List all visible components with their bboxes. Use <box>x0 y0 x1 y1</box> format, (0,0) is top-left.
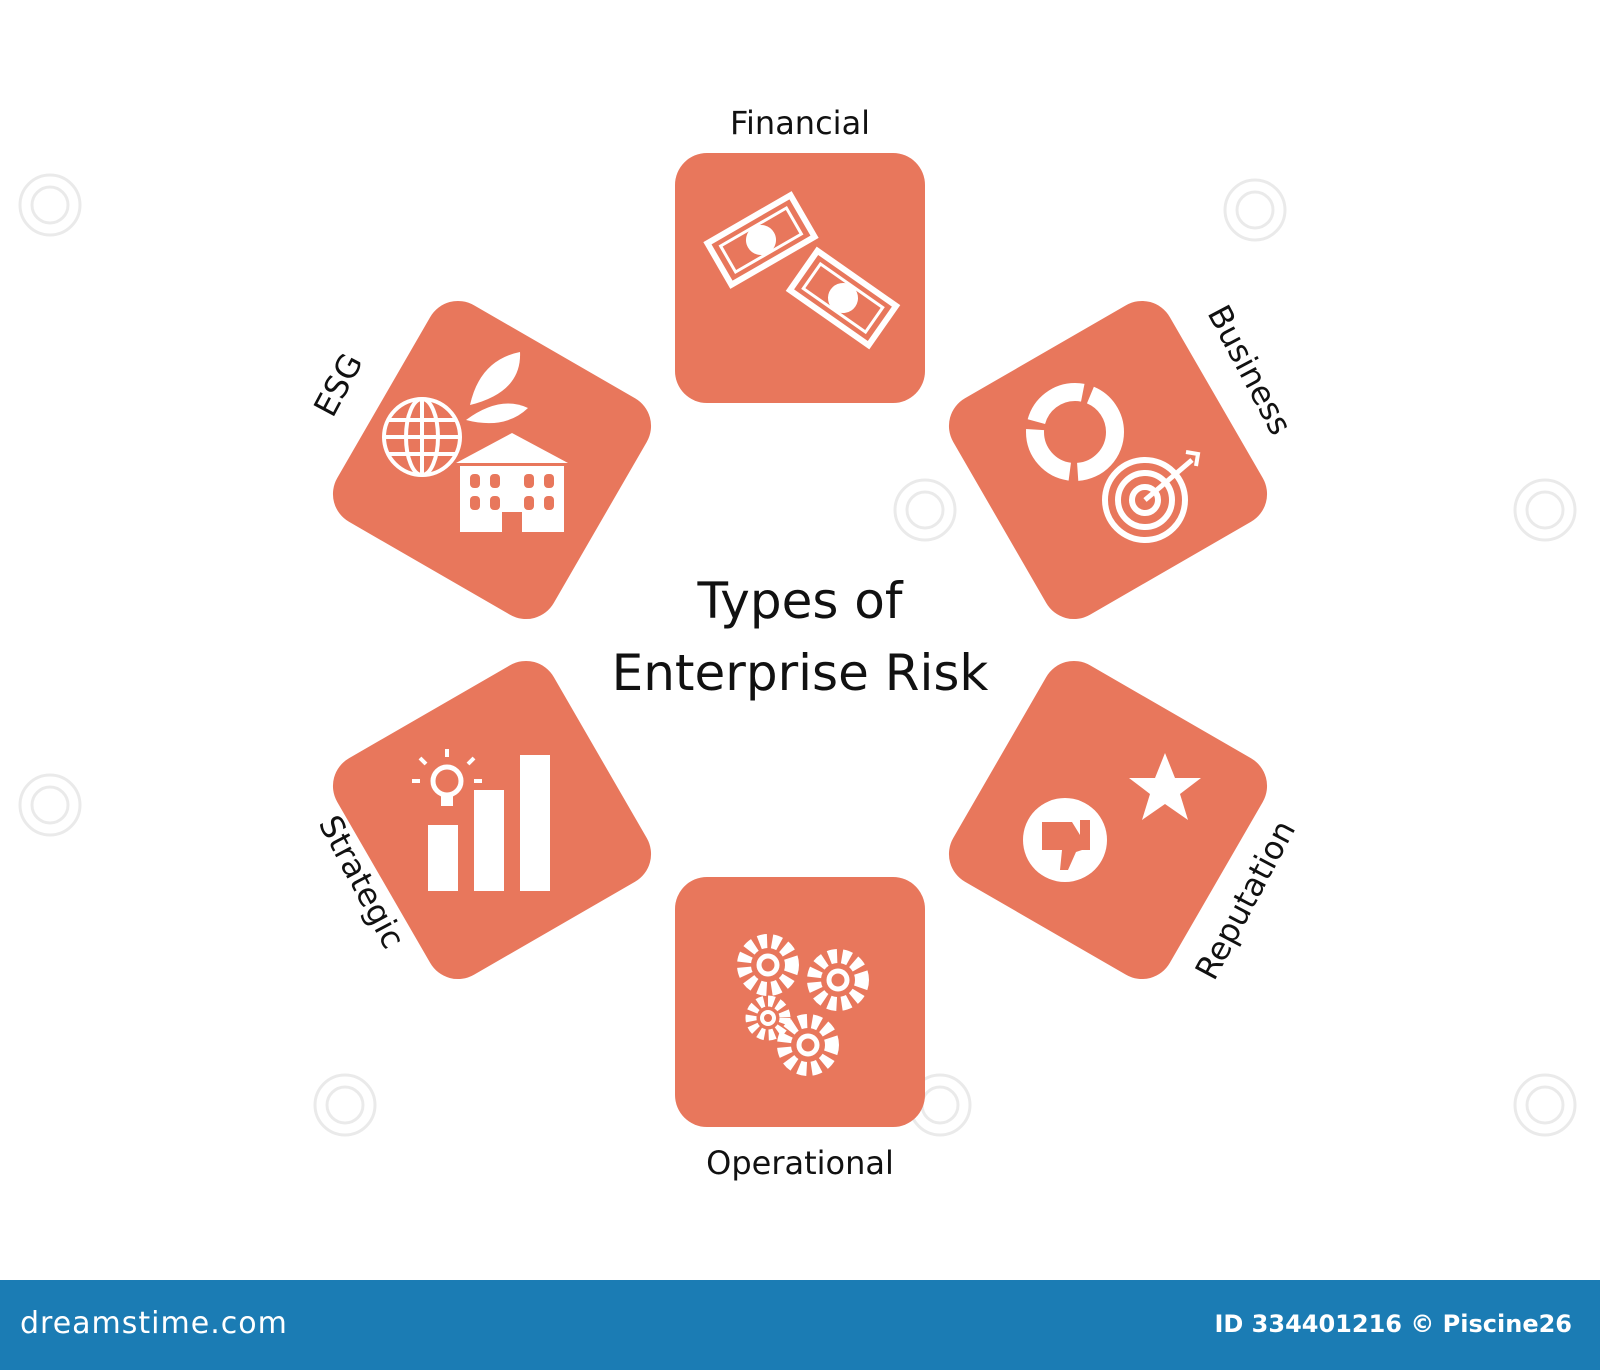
strategic-node: Strategic <box>311 660 652 980</box>
reputation-node: Reputation <box>948 660 1303 986</box>
footer-site: dreamstime.com <box>20 1306 288 1341</box>
financial-label: Financial <box>730 104 870 142</box>
globe-leaf-building-icon <box>382 352 568 532</box>
esg-label: ESG <box>306 347 370 423</box>
money-bills-icon <box>703 191 901 350</box>
operational-tile <box>675 877 925 1127</box>
diagram-title-line2: Enterprise Risk <box>612 644 989 702</box>
operational-label: Operational <box>706 1144 894 1182</box>
footer-credit: ID 334401216 © Piscine26 <box>1214 1310 1572 1338</box>
footer-bar: dreamstime.com ID 334401216 © Piscine26 <box>0 1280 1600 1370</box>
diagram-canvas: Financial Business Reputation <box>18 104 1577 1182</box>
operational-node: Operational <box>675 877 925 1182</box>
esg-node: ESG <box>306 300 652 620</box>
financial-node: Financial <box>675 104 925 403</box>
reputation-tile <box>948 660 1268 980</box>
thumbs-down-star-icon <box>1023 753 1201 882</box>
donut-chart-target-icon <box>1026 383 1201 543</box>
lightbulb-bar-chart-icon <box>412 749 550 891</box>
diagram-title-line1: Types of <box>697 572 904 630</box>
gears-icon <box>737 934 869 1076</box>
business-node: Business <box>948 299 1300 620</box>
